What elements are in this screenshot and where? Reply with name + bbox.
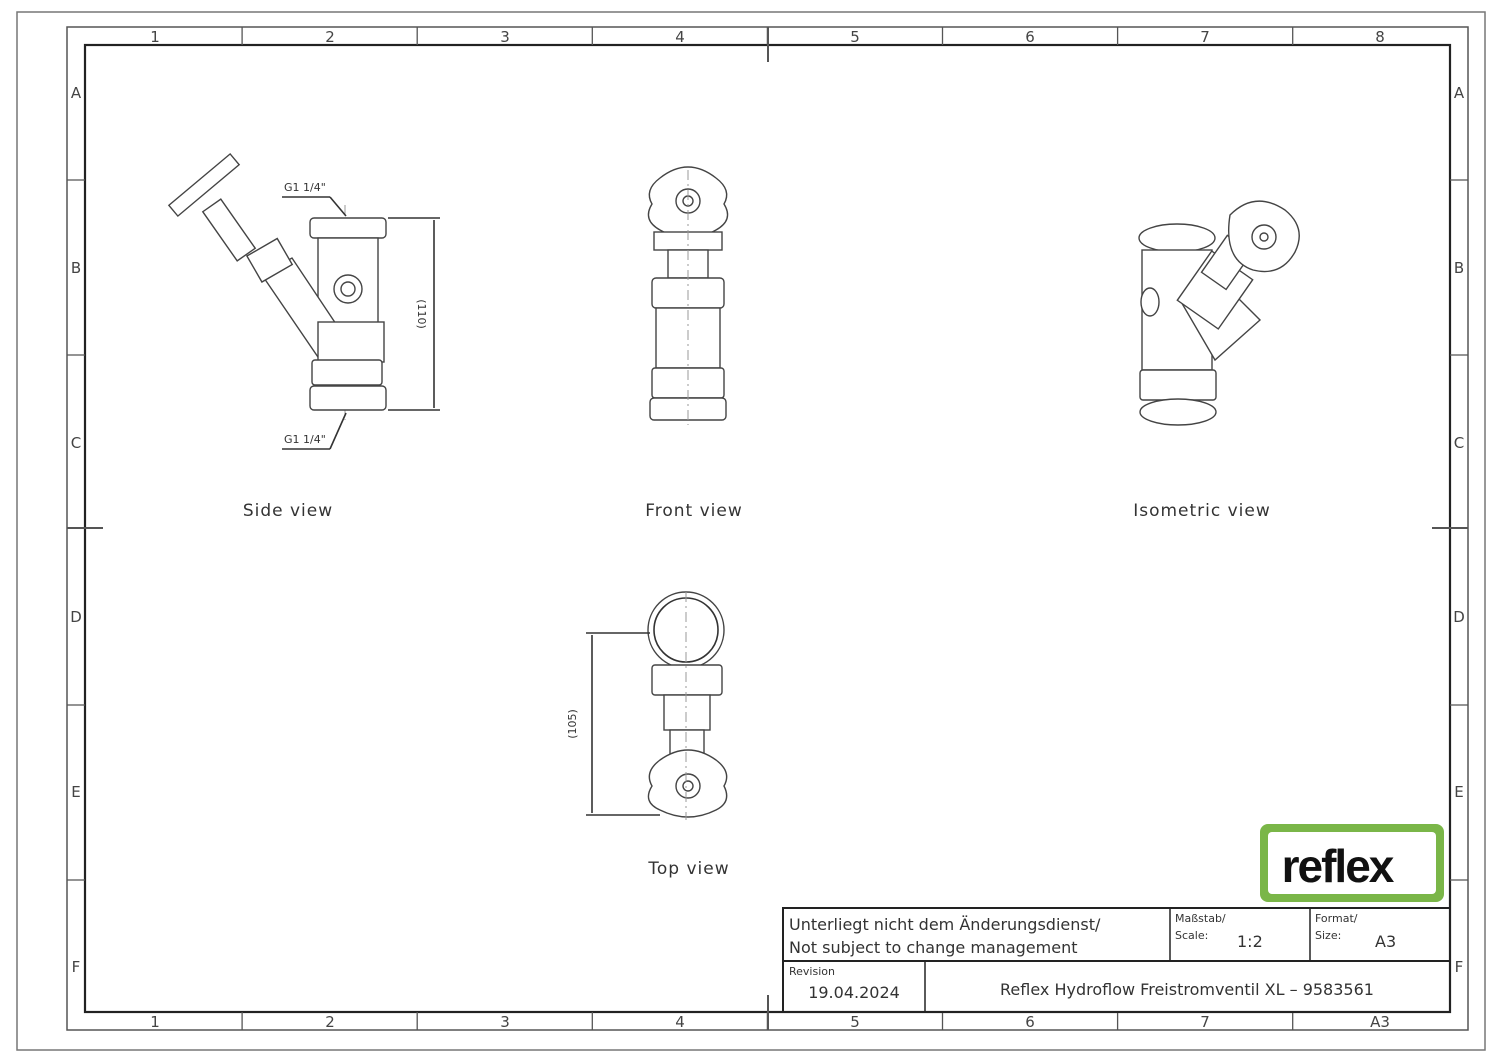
side-thread-bottom: G1 1/4" — [284, 433, 326, 446]
outer-border — [16, 11, 1486, 1051]
zone-row-left: E — [71, 783, 80, 801]
change-management-note-en: Not subject to change management — [789, 938, 1078, 957]
zone-frame — [66, 26, 1469, 1031]
zone-col-bottom: 6 — [1025, 1013, 1035, 1031]
zone-row-left: B — [71, 259, 81, 277]
format-label-de: Format/ — [1315, 912, 1358, 925]
zone-row-left: D — [70, 608, 82, 626]
top-view-label: Top view — [647, 859, 729, 879]
change-management-note-de: Unterliegt nicht dem Änderungsdienst/ — [789, 915, 1101, 934]
zone-col-top: 2 — [325, 28, 335, 46]
top-view-drawing: (105) — [566, 591, 728, 820]
zone-grid — [67, 27, 1468, 1030]
zone-row-right: E — [1454, 783, 1463, 801]
scale-label-de: Maßstab/ — [1175, 912, 1226, 925]
zone-col-bottom: 4 — [675, 1013, 685, 1031]
zone-col-bottom: 2 — [325, 1013, 335, 1031]
zone-col-bottom: 5 — [850, 1013, 860, 1031]
side-dimension: (110) — [415, 299, 428, 329]
zone-col-top: 5 — [850, 28, 860, 46]
title-block: Unterliegt nicht dem Änderungsdienst/ No… — [782, 907, 1451, 1013]
front-view-label: Front view — [645, 501, 743, 521]
zone-row-right: C — [1454, 434, 1464, 452]
logo-text: reflex — [1282, 840, 1395, 892]
isometric-view-drawing — [1138, 200, 1300, 426]
zone-row-right: A — [1454, 84, 1465, 102]
zone-col-top: 7 — [1200, 28, 1210, 46]
zone-row-left: A — [71, 84, 82, 102]
zone-col-top: 3 — [500, 28, 510, 46]
zone-col-bottom: 7 — [1200, 1013, 1210, 1031]
format-label-en: Size: — [1315, 929, 1341, 942]
zone-row-right: F — [1455, 958, 1464, 976]
zone-col-top: 8 — [1375, 28, 1385, 46]
zone-col-top: 4 — [675, 28, 685, 46]
side-thread-top: G1 1/4" — [284, 181, 326, 194]
zone-row-right: B — [1454, 259, 1464, 277]
format-value: A3 — [1375, 932, 1396, 951]
zone-col-top: 6 — [1025, 28, 1035, 46]
scale-label-en: Scale: — [1175, 929, 1208, 942]
zone-col-bottom: 3 — [500, 1013, 510, 1031]
revision-label: Revision — [789, 965, 835, 978]
zone-labels: 1 2 3 4 5 6 7 8 1 2 3 4 5 6 7 A3 A B C D… — [70, 28, 1465, 1031]
drawing-title: Reflex Hydroflow Freistromventil XL – 95… — [1000, 980, 1374, 999]
zone-col-bottom: 1 — [150, 1013, 160, 1031]
reflex-logo: reflex — [1260, 824, 1444, 902]
isometric-view-label: Isometric view — [1133, 501, 1271, 521]
zone-col-top: 1 — [150, 28, 160, 46]
zone-row-left: C — [71, 434, 81, 452]
side-view-drawing: (110) G1 1/4" G1 1/4" — [167, 152, 440, 450]
zone-row-right: D — [1453, 608, 1465, 626]
zone-col-bottom: A3 — [1370, 1013, 1390, 1031]
zone-row-left: F — [72, 958, 81, 976]
side-view-label: Side view — [243, 501, 333, 521]
top-dimension: (105) — [566, 709, 579, 739]
front-view-drawing — [647, 166, 729, 425]
revision-date: 19.04.2024 — [808, 983, 900, 1002]
scale-value: 1:2 — [1237, 932, 1263, 951]
